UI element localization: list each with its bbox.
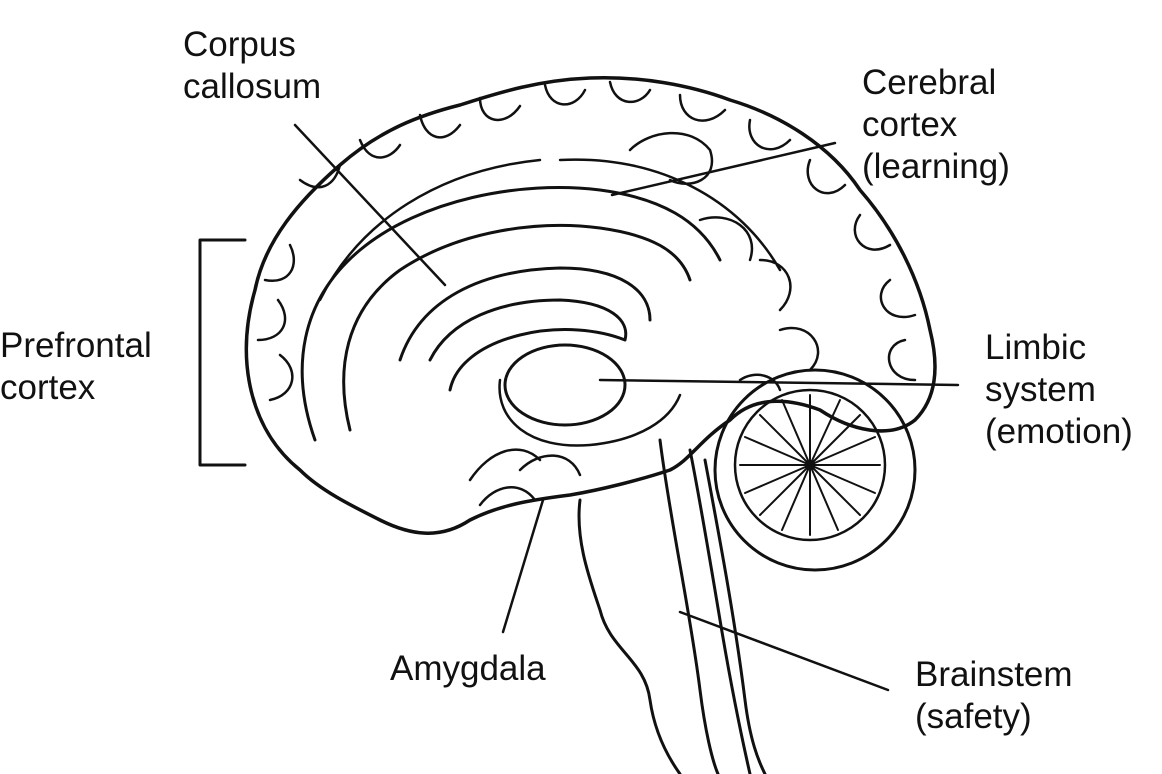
limbic-system-leader [598,378,960,387]
gyri [256,80,917,402]
label-line: (safety) [915,697,1032,736]
label-line: Brainstem [915,655,1073,694]
cerebral-cortex-leader [610,141,837,197]
amygdala-leader [501,498,545,634]
corpus-callosum-leader [293,123,447,287]
label-prefrontal-cortex: Prefrontal cortex [0,325,152,409]
label-line: cortex [862,105,958,144]
label-brainstem: Brainstem (safety) [915,654,1073,738]
label-line: Amygdala [390,649,546,688]
limbic-structures [468,373,782,507]
label-line: Cerebral [862,63,997,102]
cerebellum-inner [733,388,887,542]
prefrontal-bracket [198,238,247,467]
label-limbic-system: Limbic system (emotion) [985,327,1133,453]
label-corpus-callosum: Corpus callosum [183,24,321,108]
label-amygdala: Amygdala [390,648,546,690]
cerebellum-rays [739,394,881,536]
leader-lines [293,123,960,692]
brainstem-shape [577,438,767,774]
label-line: Limbic [985,328,1087,367]
thalamus-shape [503,343,627,427]
label-line: Corpus [183,25,296,64]
label-line: system [985,370,1096,409]
label-line: (emotion) [985,412,1133,451]
cerebellum-shape [713,368,917,572]
label-line: callosum [183,67,322,106]
cerebrum-outline [244,75,937,535]
corpus-callosum-shape [300,186,722,442]
label-line: (learning) [862,147,1010,186]
label-line: cortex [0,368,96,407]
label-cerebral-cortex: Cerebral cortex (learning) [862,62,1010,188]
label-line: Prefrontal [0,326,152,365]
brainstem-leader [678,610,890,692]
